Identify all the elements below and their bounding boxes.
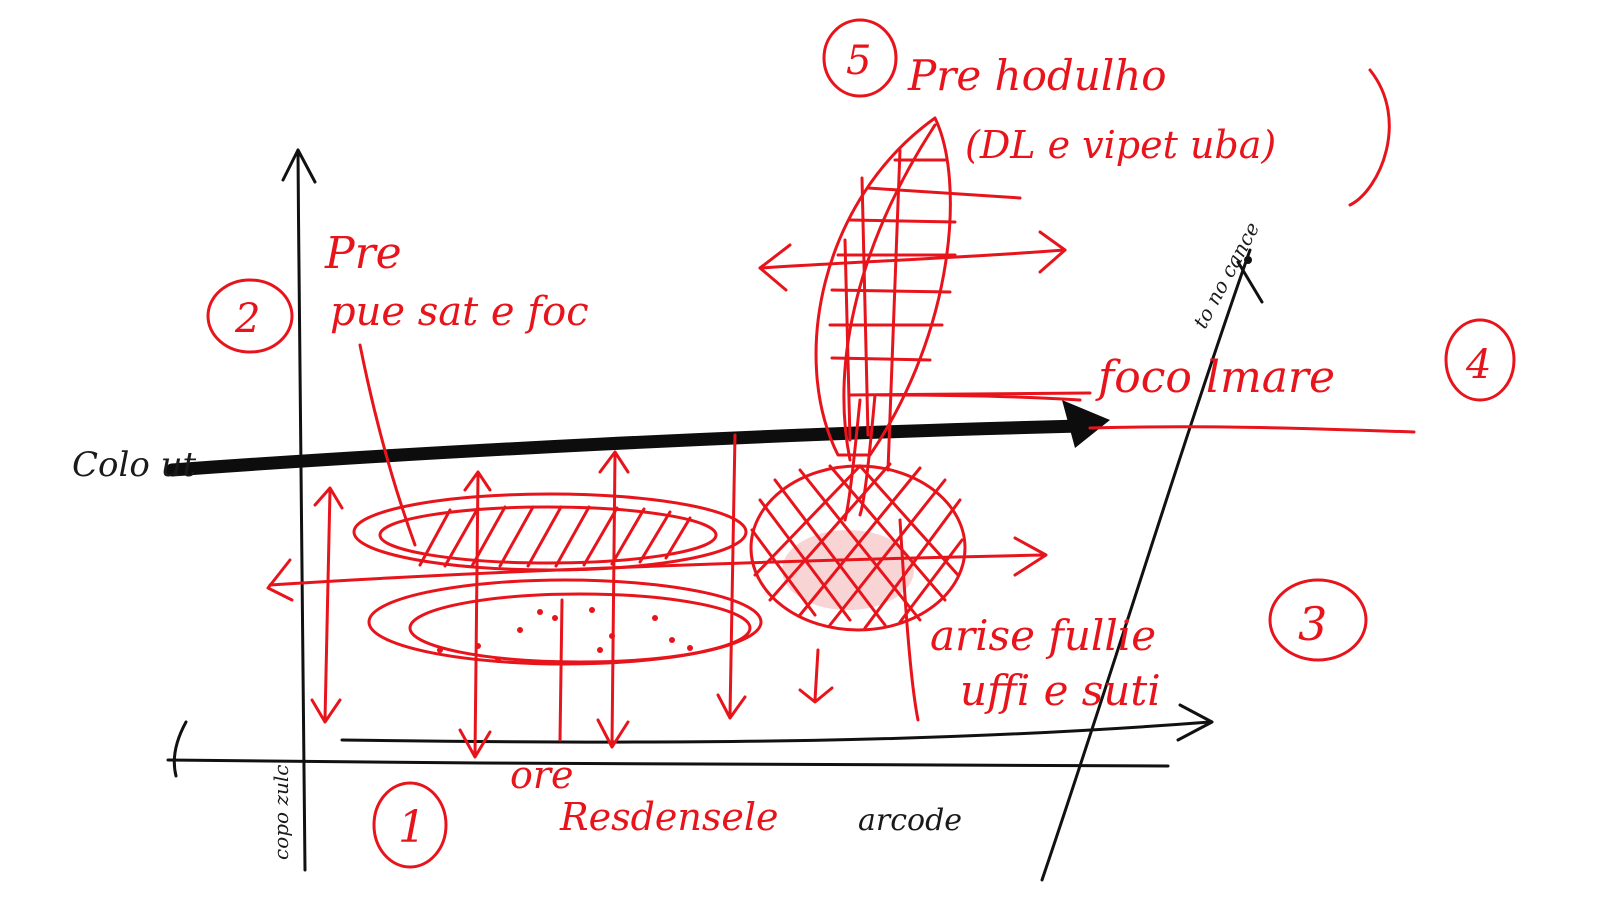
circle-1 xyxy=(372,781,448,869)
diagonal-axis-line xyxy=(1040,248,1252,882)
region5-stem xyxy=(843,398,862,522)
vertical-arrow-d-heads xyxy=(716,693,747,720)
x-axis-line-upper xyxy=(340,720,1212,744)
circle-3 xyxy=(1268,578,1368,662)
vertical-arrow-a-heads xyxy=(310,486,344,724)
red-annotations xyxy=(206,18,1516,869)
number-1: 1 xyxy=(398,802,426,853)
circle-5 xyxy=(822,18,898,98)
vertical-arrow-b-heads xyxy=(458,470,492,759)
diagonal-axis-dot xyxy=(1244,256,1252,264)
number-5: 5 xyxy=(846,38,871,84)
label5-line2: (DL e vipet uba) xyxy=(965,123,1276,167)
region2-ellipse-outer xyxy=(352,492,748,572)
circle-2 xyxy=(206,278,294,354)
colout-line-group xyxy=(165,400,1110,477)
horizontal-arrow-head xyxy=(1013,536,1048,577)
vertical-arrow-f-heads xyxy=(798,686,834,704)
region5-stem2 xyxy=(858,393,877,517)
vertical-arrow-d xyxy=(728,433,737,717)
label4: foco lmare xyxy=(1095,352,1335,403)
x-axis-label: arcode xyxy=(858,803,962,838)
label5-line1: Pre hodulho xyxy=(907,51,1167,100)
vertical-arrow-b xyxy=(473,473,480,757)
label3-line1: arise fullie xyxy=(930,611,1156,660)
horizontal-arrow-left-head xyxy=(266,558,294,602)
text-labels: Colo ut arcode copo zulc to no cance 1 2… xyxy=(72,38,1491,860)
y-axis-arrowhead xyxy=(281,148,317,184)
region5-leaf-outer xyxy=(814,116,952,457)
vertical-arrow-f xyxy=(813,648,820,702)
horizontal-arrow xyxy=(268,553,1047,587)
label2-line2: pue sat e foc xyxy=(330,289,589,335)
axes xyxy=(166,148,1264,882)
colout-extension-line xyxy=(1088,425,1416,434)
region5-arrow-left-head xyxy=(758,243,792,292)
x-axis-arrowhead xyxy=(1176,703,1214,742)
vertical-line-e xyxy=(558,598,564,742)
number-2: 2 xyxy=(234,296,260,342)
number-3: 3 xyxy=(1298,597,1327,651)
circle-4 xyxy=(1444,318,1516,402)
region1-ellipse-inner xyxy=(408,592,752,664)
vertical-arrow-c xyxy=(610,453,617,747)
colout-arrowhead xyxy=(1062,400,1110,448)
region2-ellipse-inner xyxy=(378,505,718,565)
number-4: 4 xyxy=(1465,342,1491,388)
leader-label2 xyxy=(358,343,417,547)
region5-double-arrow xyxy=(758,248,1067,270)
label1-line2: Resdensele xyxy=(559,795,779,839)
x-axis-left-tick xyxy=(172,720,188,778)
label2-line1: Pre xyxy=(324,228,402,279)
diagonal-axis-tick xyxy=(1236,260,1264,304)
region1-ellipse-outer xyxy=(367,578,763,666)
region5-arrow-right-head xyxy=(1038,230,1067,274)
y-axis-label: copo zulc xyxy=(269,765,293,860)
label3-line2: uffi e suti xyxy=(960,666,1161,715)
region2-hatching xyxy=(418,505,692,568)
x-axis-line xyxy=(166,758,1170,768)
label5-close-paren xyxy=(1348,68,1391,207)
colout-line xyxy=(165,419,1087,477)
colout-label: Colo ut xyxy=(72,445,197,485)
region5-leaf-inner xyxy=(842,123,937,462)
label1-line1: ore xyxy=(510,753,574,797)
vertical-arrow-a xyxy=(323,488,332,722)
arrow-to-region3 xyxy=(878,393,1082,402)
y-axis-line xyxy=(296,148,307,872)
vertical-arrow-c-heads xyxy=(596,450,630,749)
leader-label3 xyxy=(898,518,920,722)
